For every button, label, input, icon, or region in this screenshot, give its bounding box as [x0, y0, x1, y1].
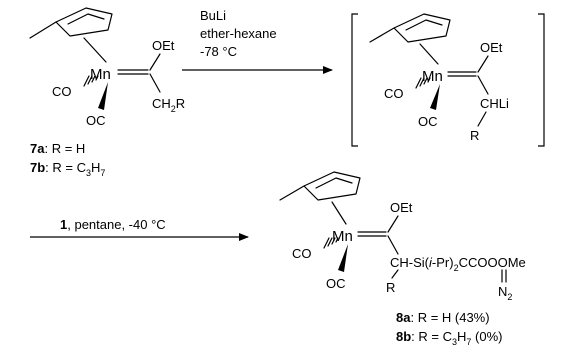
product-8-structure: Mn CO OC OEt CH-Si(i-Pr)2CCOOOMe R N2	[279, 171, 526, 302]
label-7b: 7b: R = C3H7	[30, 160, 105, 178]
mn-atom-7: Mn	[90, 66, 111, 83]
oc-wedge-bond-int	[430, 84, 440, 110]
step1-temperature: -78 °C	[200, 44, 237, 59]
step2-conditions: 1, pentane, -40 °C	[60, 217, 166, 232]
oet-group-8: OEt	[390, 200, 413, 215]
label-8b: 8b: R = C3H7 (0%)	[396, 329, 502, 347]
step1-solvent: ether-hexane	[200, 26, 277, 41]
ch-r-bond-int	[477, 111, 487, 127]
co-hashed-bond-7	[83, 75, 99, 87]
mn-atom-int: Mn	[422, 68, 443, 85]
cp-ring-8-inner	[315, 177, 353, 189]
step1-reagent: BuLi	[200, 8, 226, 23]
mn-atom-8: Mn	[332, 228, 353, 245]
oc-ligand-8: OC	[326, 276, 346, 291]
ch2r-group-7: CH2R	[152, 96, 185, 114]
co-ligand-7: CO	[52, 84, 72, 99]
oc-wedge-bond-8	[338, 244, 348, 272]
r-group-8: R	[386, 280, 395, 295]
bracket-left	[351, 13, 358, 147]
cp-mn-bond-8	[331, 201, 347, 225]
c-oet-bond-8	[387, 215, 399, 233]
oc-ligand-7: OC	[86, 113, 106, 128]
co-hashed-bond-8	[323, 237, 339, 249]
cp-mn-bond-7	[83, 37, 107, 63]
oet-group-7: OEt	[152, 38, 175, 53]
r-group-int: R	[470, 128, 479, 143]
cp-methyl-8	[279, 185, 305, 201]
label-7a: 7a: R = H	[30, 141, 85, 156]
intermediate-structure: Mn CO OC OEt CHLi R	[369, 13, 509, 143]
oc-ligand-int: OC	[418, 114, 438, 129]
cp-methyl-int	[369, 27, 395, 43]
oet-group-int: OEt	[480, 40, 503, 55]
co-hashed-bond-int	[415, 77, 431, 89]
diazo-n2-8: N2	[498, 284, 512, 302]
compound-7-structure: Mn CO OC OEt CH2R	[29, 7, 185, 128]
ch-r-bond-8	[391, 269, 399, 279]
co-ligand-8: CO	[292, 246, 312, 261]
c-ch2-bond-7	[149, 73, 161, 93]
label-8a: 8a: R = H (43%)	[396, 310, 490, 325]
co-ligand-int: CO	[384, 86, 404, 101]
cp-mn-bond-int	[419, 43, 439, 65]
bracket-right	[538, 13, 545, 147]
chli-group-int: CHLi	[480, 96, 509, 111]
cp-ring-7-inner	[67, 13, 105, 25]
c-oet-bond-7	[149, 53, 161, 71]
c-ch-bond-8	[387, 235, 399, 255]
cp-ring-int	[393, 13, 451, 43]
silyl-diazo-group-8: CH-Si(i-Pr)2CCOOOMe	[390, 255, 526, 273]
oc-wedge-bond-7	[98, 82, 108, 110]
cp-ring-int-inner	[405, 19, 443, 31]
cp-methyl-7	[29, 21, 57, 39]
cp-ring-7	[55, 7, 113, 37]
c-oet-bond-int	[477, 55, 489, 73]
cp-ring-8	[303, 171, 361, 201]
c-chli-bond-int	[477, 75, 489, 95]
